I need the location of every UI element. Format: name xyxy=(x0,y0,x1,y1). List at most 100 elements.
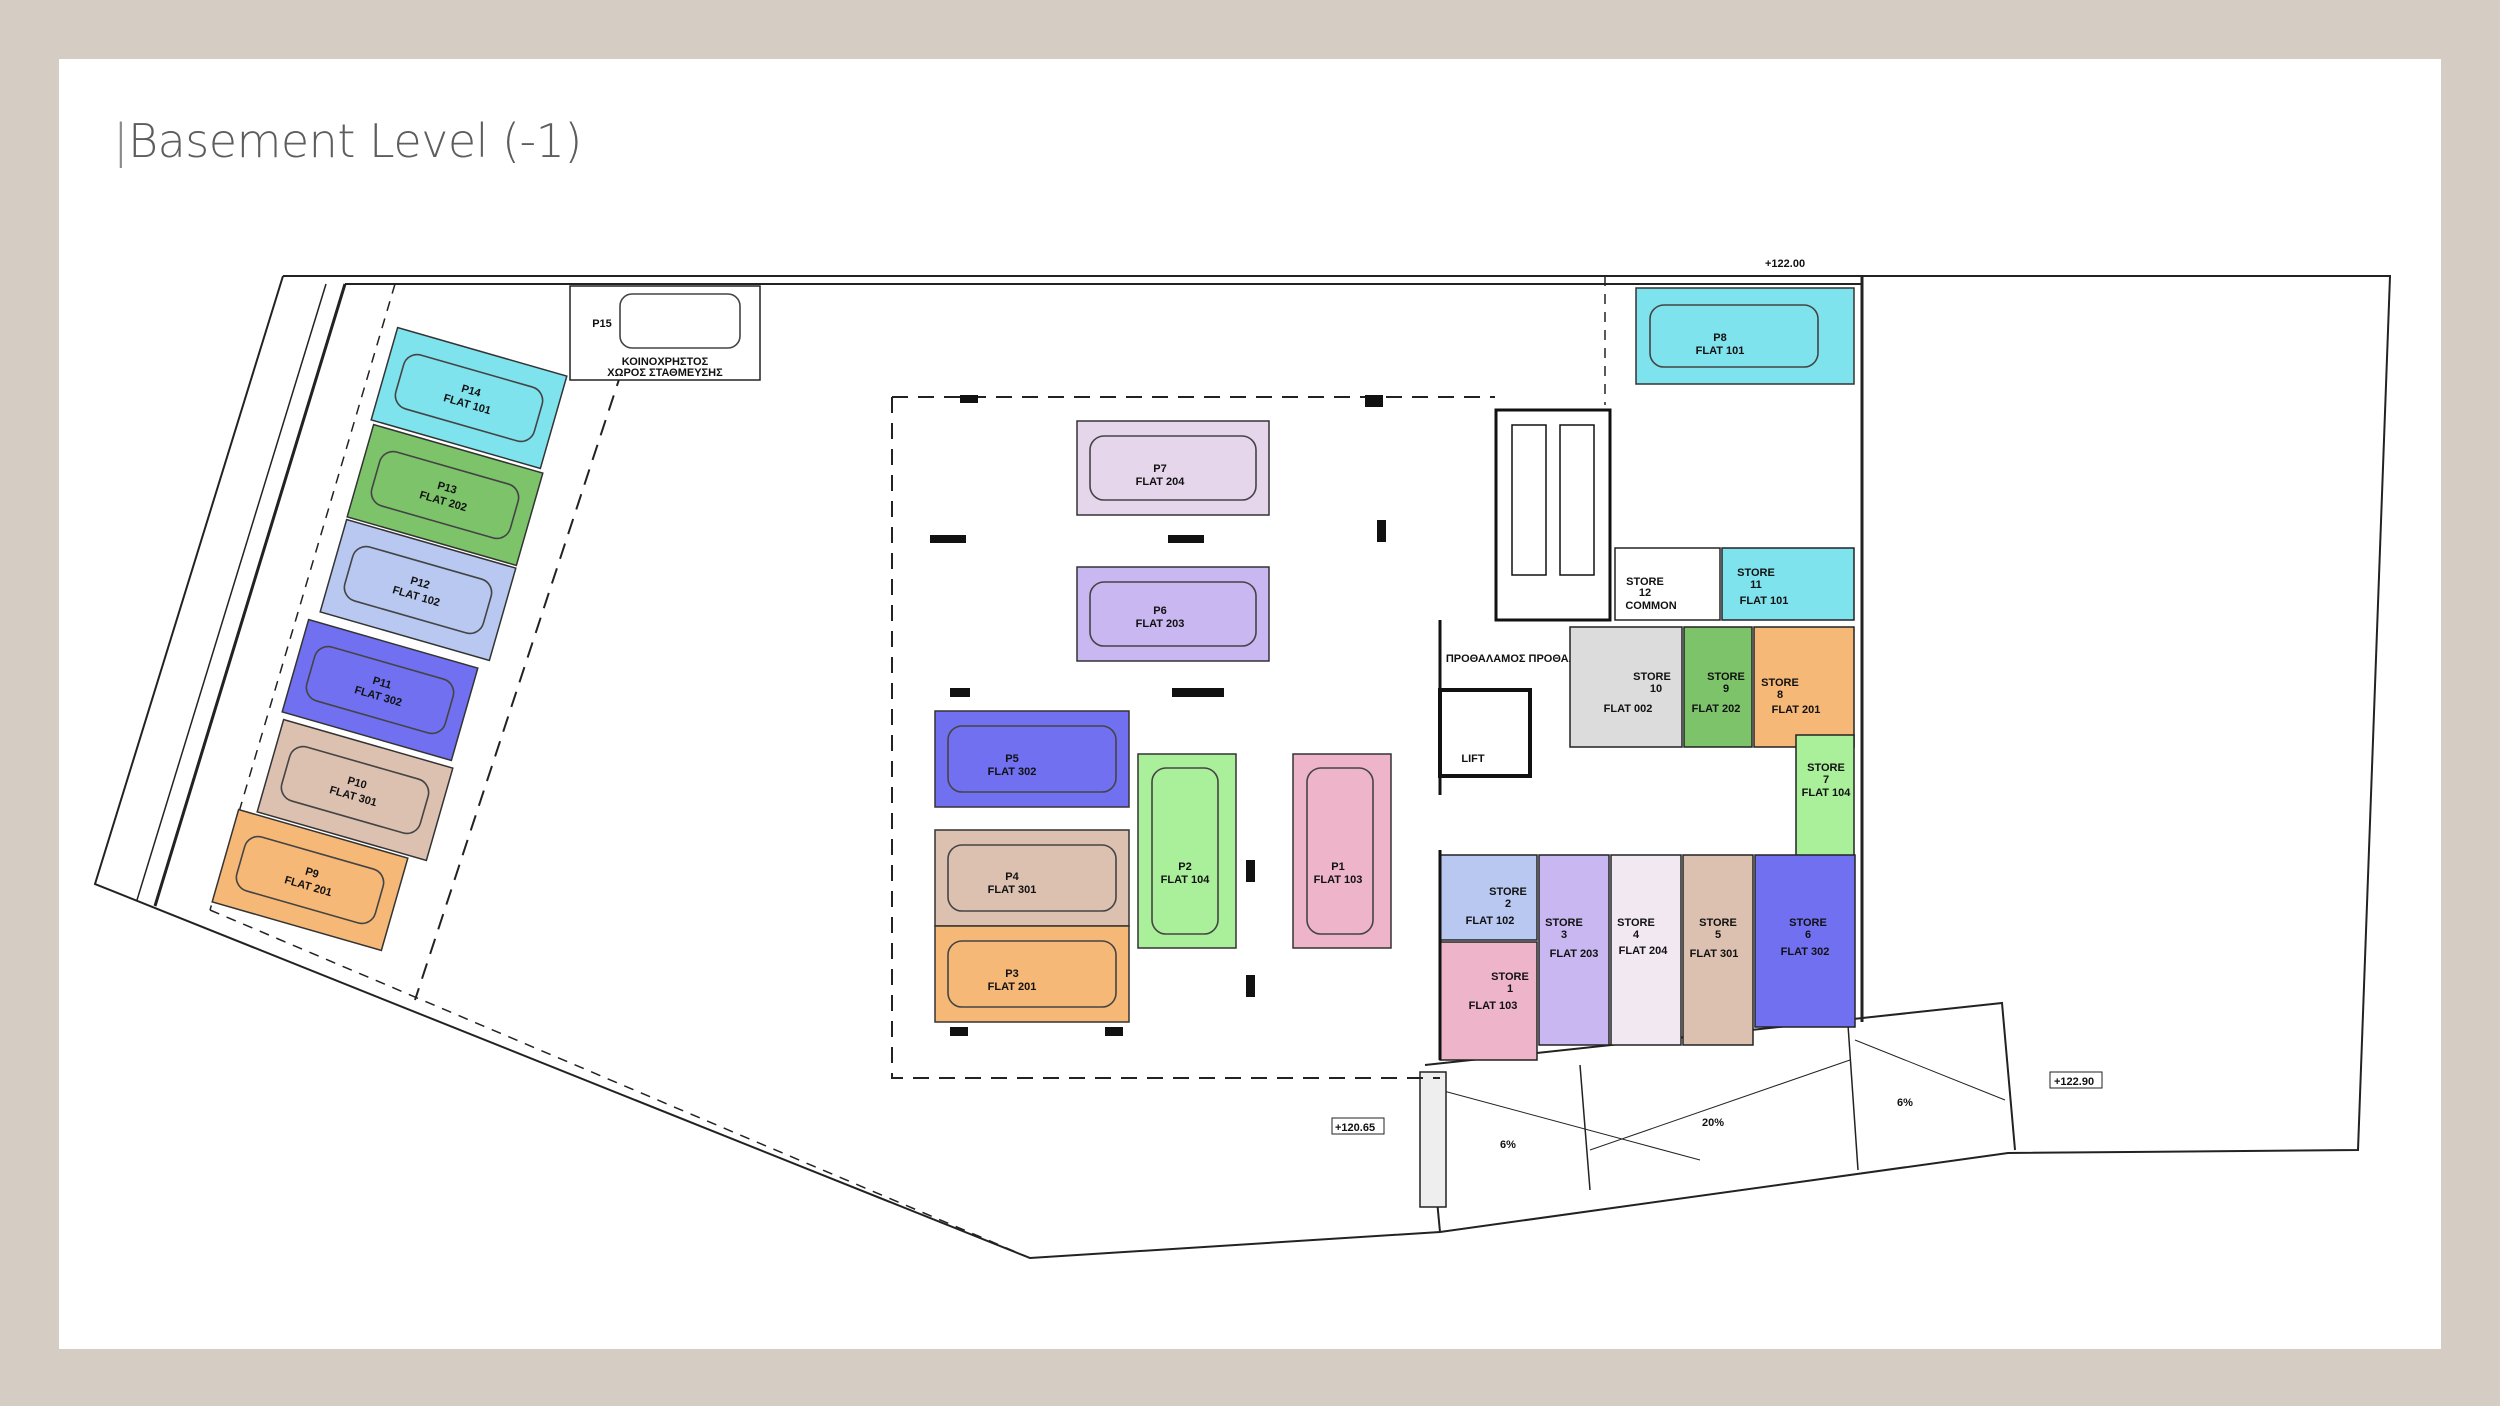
svg-text:FLAT 002: FLAT 002 xyxy=(1604,703,1653,715)
columns xyxy=(930,395,1386,1036)
svg-text:STORE: STORE xyxy=(1699,917,1737,929)
parking-bay-p3: P3 FLAT 201 xyxy=(934,925,1130,1023)
svg-text:FLAT 104: FLAT 104 xyxy=(1802,787,1852,799)
store-10: STORE 10 FLAT 002 xyxy=(1569,626,1683,748)
store-12: STORE 12 COMMON xyxy=(1614,547,1721,621)
svg-text:P10: P10 xyxy=(346,775,368,792)
store-4: STORE 4 FLAT 204 xyxy=(1610,854,1682,1046)
svg-text:COMMON: COMMON xyxy=(1625,600,1676,612)
store-9: STORE 9 FLAT 202 xyxy=(1683,626,1753,748)
svg-text:P5: P5 xyxy=(1005,753,1018,765)
svg-text:6%: 6% xyxy=(1897,1097,1913,1109)
svg-text:FLAT 201: FLAT 201 xyxy=(1772,704,1821,716)
parking-bay-p6: P6 FLAT 203 xyxy=(1076,566,1270,662)
svg-text:P8: P8 xyxy=(1713,332,1726,344)
svg-text:20%: 20% xyxy=(1702,1117,1724,1129)
store-3: STORE 3 FLAT 203 xyxy=(1538,854,1610,1046)
svg-text:P6: P6 xyxy=(1153,605,1166,617)
lift: LIFT xyxy=(1438,688,1532,778)
svg-text:FLAT 103: FLAT 103 xyxy=(1469,1000,1518,1012)
svg-text:P14: P14 xyxy=(460,383,483,400)
svg-text:P7: P7 xyxy=(1153,463,1166,475)
parking-bay-p4: P4 FLAT 301 xyxy=(934,829,1130,927)
svg-text:FLAT 301: FLAT 301 xyxy=(1690,948,1739,960)
svg-text:10: 10 xyxy=(1650,683,1662,695)
svg-text:FLAT 301: FLAT 301 xyxy=(988,884,1037,896)
svg-text:ΚΟΙΝΟΧΡΗΣΤΟΣ: ΚΟΙΝΟΧΡΗΣΤΟΣ xyxy=(622,356,709,368)
store-11: STORE 11 FLAT 101 xyxy=(1721,547,1855,621)
svg-text:7: 7 xyxy=(1823,774,1829,786)
store-8: STORE 8 FLAT 201 xyxy=(1753,626,1855,748)
svg-text:FLAT 102: FLAT 102 xyxy=(1466,915,1515,927)
svg-text:FLAT 104: FLAT 104 xyxy=(1161,874,1211,886)
store-7: STORE 7 FLAT 104 xyxy=(1795,734,1855,873)
svg-text:STORE: STORE xyxy=(1737,567,1775,579)
svg-text:P9: P9 xyxy=(304,866,320,881)
svg-text:STORE: STORE xyxy=(1789,917,1827,929)
svg-text:P12: P12 xyxy=(409,575,431,592)
svg-text:+122.90: +122.90 xyxy=(2054,1076,2094,1088)
parking-bay-p12: P12 FLAT 102 xyxy=(319,518,517,662)
svg-text:FLAT 202: FLAT 202 xyxy=(1692,703,1741,715)
ramp-labels: 6% 20% 6% xyxy=(1500,1097,1913,1151)
parking-bay-p11: P11 FLAT 302 xyxy=(281,618,479,762)
svg-text:11: 11 xyxy=(1750,579,1762,591)
svg-text:2: 2 xyxy=(1505,898,1511,910)
parking-bay-p10: P10 FLAT 301 xyxy=(256,718,454,862)
svg-text:P3: P3 xyxy=(1005,968,1018,980)
parking-bay-p15: P15 ΚΟΙΝΟΧΡΗΣΤΟΣ ΧΩΡΟΣ ΣΤΑΘΜΕΥΣΗΣ xyxy=(569,285,761,381)
svg-text:FLAT 204: FLAT 204 xyxy=(1619,945,1669,957)
svg-text:4: 4 xyxy=(1633,929,1640,941)
central-parking-frame xyxy=(891,396,1495,1079)
svg-text:FLAT 103: FLAT 103 xyxy=(1314,874,1363,886)
parking-bay-p8: P8 FLAT 101 xyxy=(1635,287,1855,385)
svg-text:STORE: STORE xyxy=(1807,762,1845,774)
svg-text:STORE: STORE xyxy=(1626,576,1664,588)
svg-text:FLAT 302: FLAT 302 xyxy=(988,766,1037,778)
svg-text:1: 1 xyxy=(1507,983,1513,995)
store-2: STORE 2 FLAT 102 xyxy=(1439,854,1538,941)
svg-text:FLAT 302: FLAT 302 xyxy=(1781,946,1830,958)
svg-text:FLAT 101: FLAT 101 xyxy=(1740,595,1789,607)
svg-text:12: 12 xyxy=(1639,587,1651,599)
svg-text:STORE: STORE xyxy=(1491,971,1529,983)
parking-bay-p14: P14 FLAT 101 xyxy=(370,326,568,470)
parking-bay-p9: P9 FLAT 201 xyxy=(211,808,409,952)
parking-bay-p13: P13 FLAT 202 xyxy=(346,423,544,567)
svg-text:P15: P15 xyxy=(592,318,612,330)
svg-text:5: 5 xyxy=(1715,929,1721,941)
store-6: STORE 6 FLAT 302 xyxy=(1754,854,1856,1028)
parking-bay-p1: P1 FLAT 103 xyxy=(1292,753,1392,949)
svg-text:FLAT 204: FLAT 204 xyxy=(1136,476,1186,488)
store-5: STORE 5 FLAT 301 xyxy=(1682,854,1754,1046)
svg-text:P1: P1 xyxy=(1331,861,1344,873)
svg-text:P11: P11 xyxy=(371,675,393,692)
level-marks: +122.00 +122.90 +120.65 xyxy=(1331,258,2103,1135)
svg-text:STORE: STORE xyxy=(1761,677,1799,689)
svg-text:6: 6 xyxy=(1805,929,1811,941)
svg-text:STORE: STORE xyxy=(1617,917,1655,929)
svg-text:P13: P13 xyxy=(436,480,458,497)
svg-text:STORE: STORE xyxy=(1707,671,1745,683)
svg-text:STORE: STORE xyxy=(1489,886,1527,898)
parking-bay-p7: P7 FLAT 204 xyxy=(1076,420,1270,516)
svg-text:FLAT 101: FLAT 101 xyxy=(1696,345,1745,357)
svg-text:+120.65: +120.65 xyxy=(1335,1122,1375,1134)
store-1: STORE 1 FLAT 103 xyxy=(1439,941,1538,1061)
svg-text:LIFT: LIFT xyxy=(1461,753,1484,765)
svg-text:9: 9 xyxy=(1723,683,1729,695)
svg-text:ΧΩΡΟΣ ΣΤΑΘΜΕΥΣΗΣ: ΧΩΡΟΣ ΣΤΑΘΜΕΥΣΗΣ xyxy=(607,367,723,379)
svg-text:P4: P4 xyxy=(1005,871,1019,883)
svg-text:8: 8 xyxy=(1777,689,1783,701)
svg-text:FLAT 203: FLAT 203 xyxy=(1136,618,1185,630)
parking-bay-p5: P5 FLAT 302 xyxy=(934,710,1130,808)
svg-text:6%: 6% xyxy=(1500,1139,1516,1151)
svg-text:P2: P2 xyxy=(1178,861,1191,873)
site-outline xyxy=(93,275,2392,1260)
parking-bay-p2: P2 FLAT 104 xyxy=(1137,753,1237,949)
svg-text:STORE: STORE xyxy=(1545,917,1583,929)
svg-text:FLAT 201: FLAT 201 xyxy=(988,981,1037,993)
svg-text:3: 3 xyxy=(1561,929,1567,941)
svg-text:FLAT 203: FLAT 203 xyxy=(1550,948,1599,960)
